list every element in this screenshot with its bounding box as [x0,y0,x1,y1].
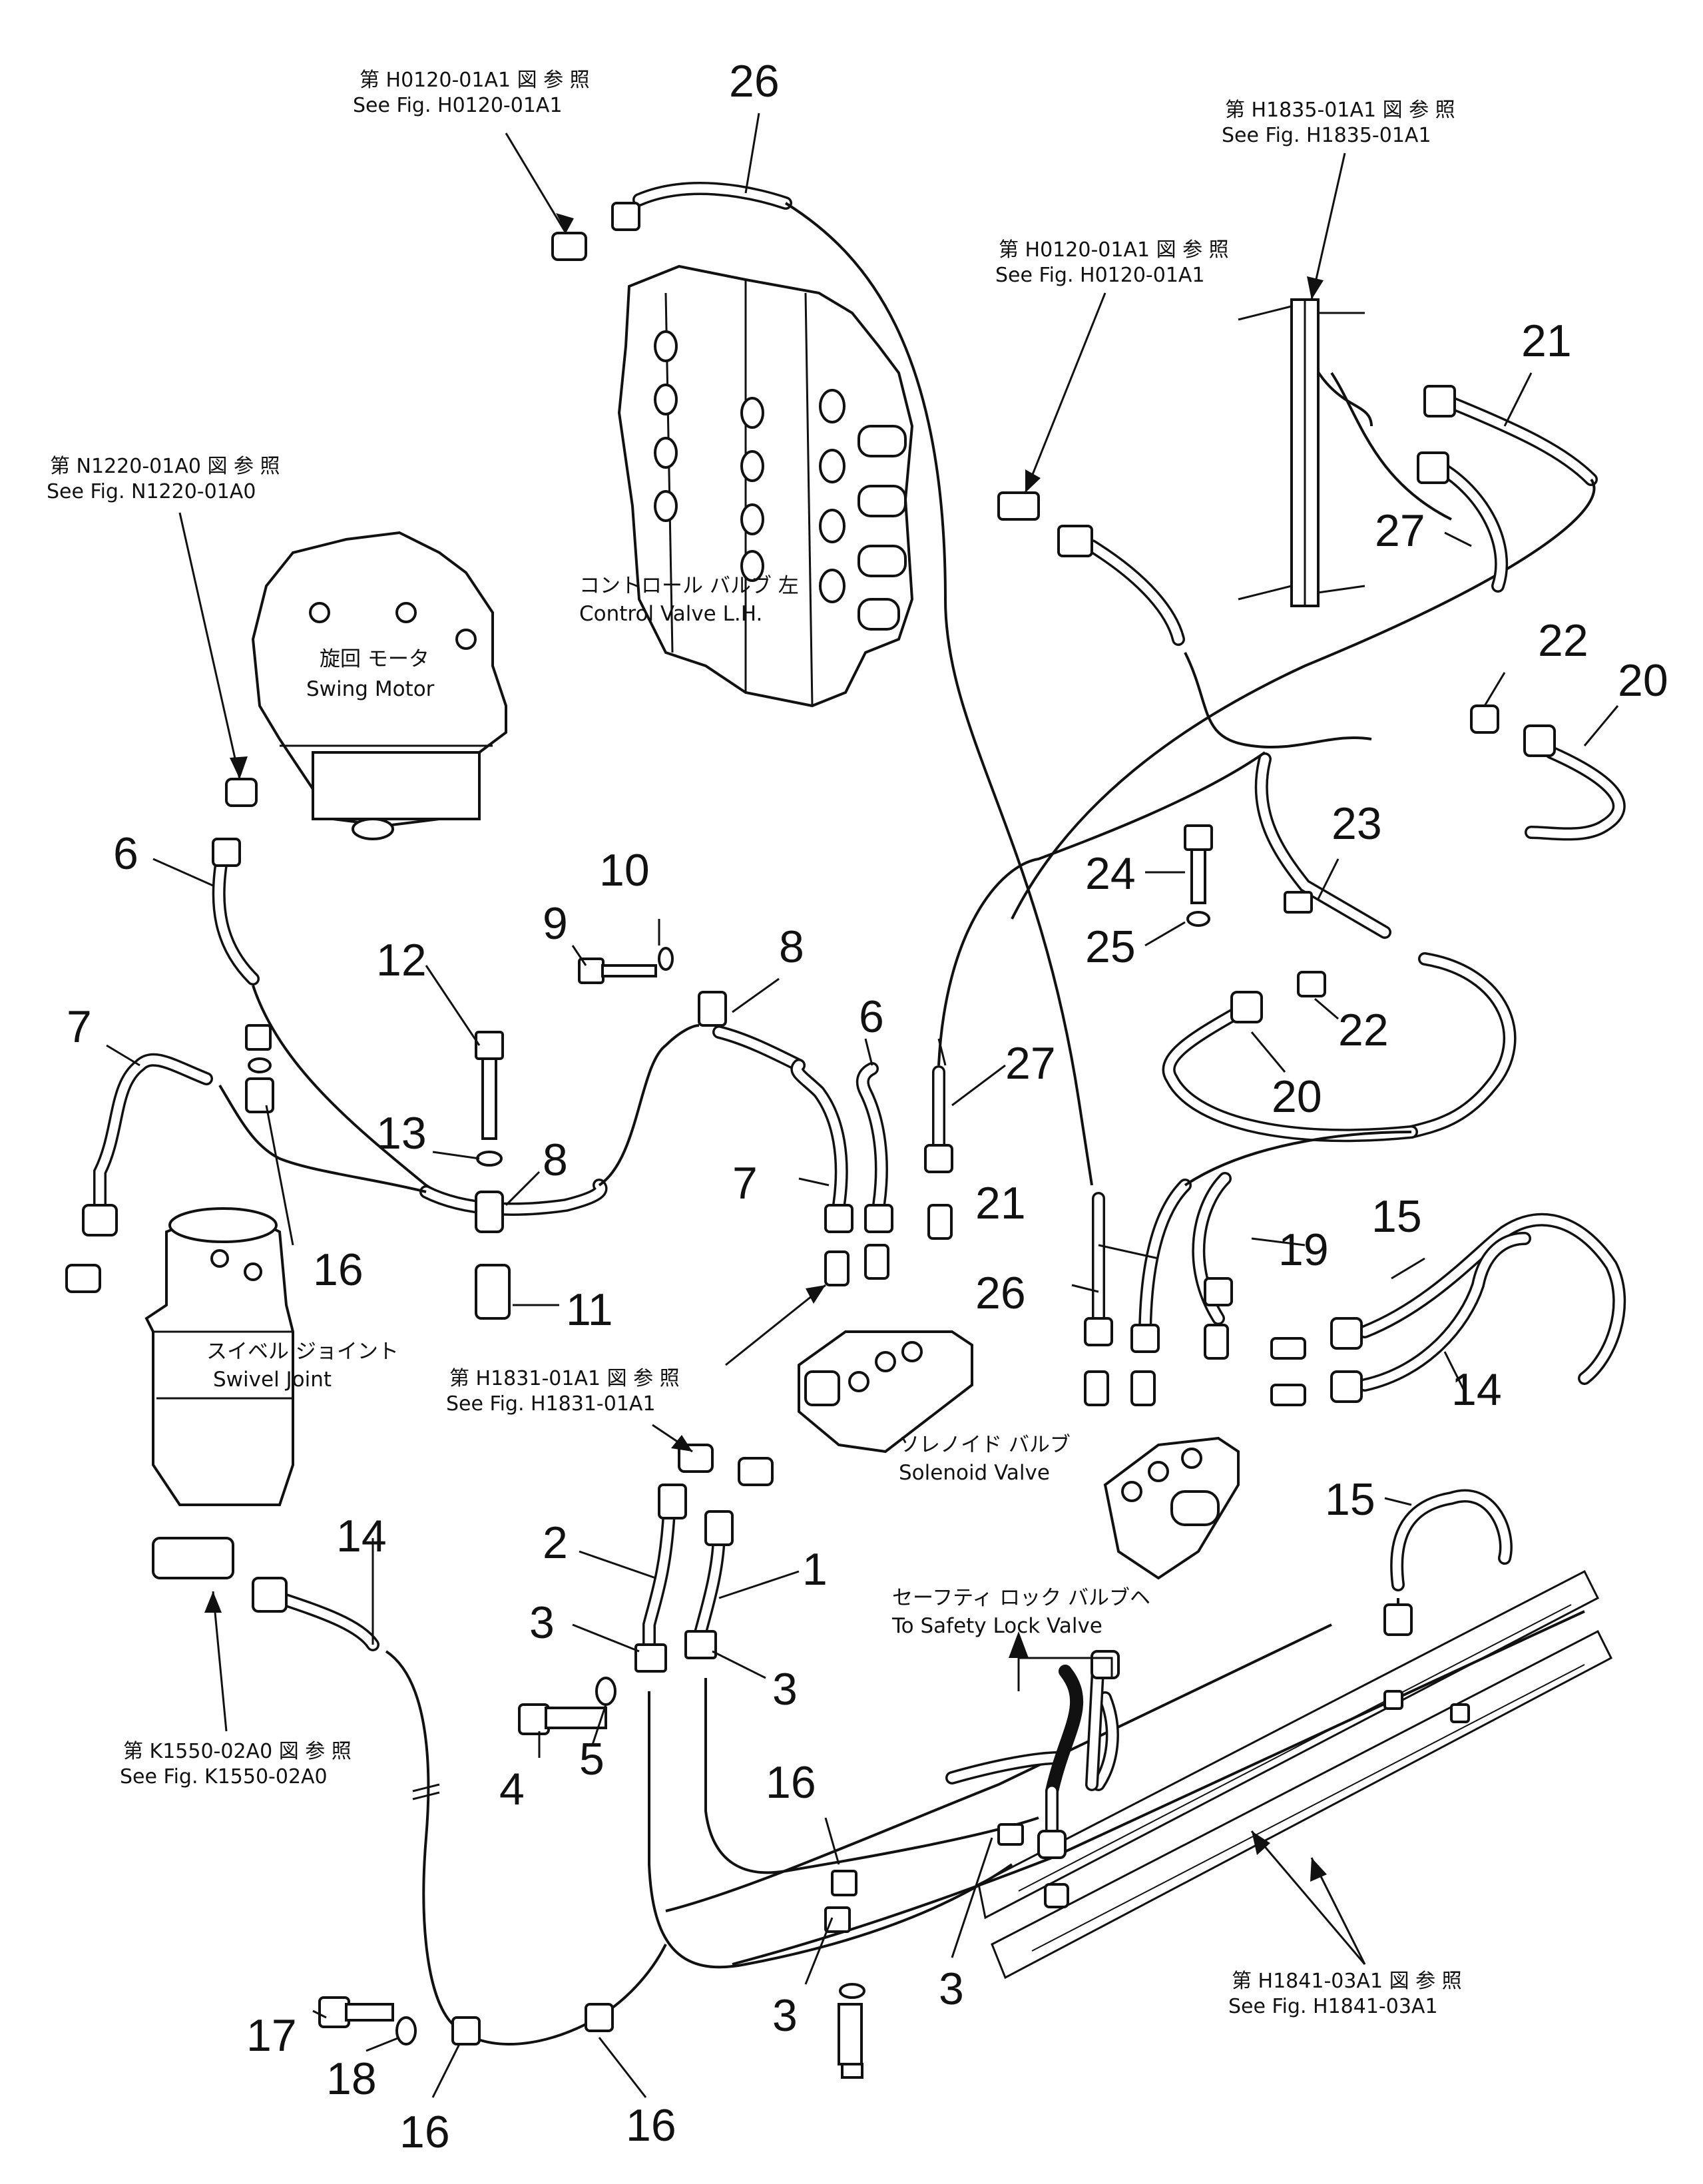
manifold-block [1238,298,1365,607]
swivel-joint [144,1207,294,1506]
solenoid-valve-left [798,1330,973,1454]
figure-references: 第 H0120-01A1 図 参 照 See Fig. H0120-01A1 第… [47,69,1462,2018]
swing-motor [251,531,507,840]
ref-h1841-en: See Fig. H1841-03A1 [1228,1995,1438,2018]
callout-19: 19 [1278,1225,1329,1275]
callout-7-mid: 7 [732,1158,758,1209]
callout-6-top: 6 [113,828,138,879]
ref-h1835-en: See Fig. H1835-01A1 [1222,124,1431,147]
callout-7-left: 7 [67,1001,92,1052]
part-number-callouts: 26 21 27 22 20 23 24 25 22 20 27 21 26 1… [67,56,1668,2157]
ref-h0120-top-en: See Fig. H0120-01A1 [353,94,563,117]
callout-15-top: 15 [1371,1191,1422,1242]
callout-9: 9 [543,898,568,949]
component-labels: コントロール バルブ 左 Control Valve L.H. 旋回 モータ S… [206,574,1150,1638]
control-valve-label-jp: コントロール バルブ 左 [579,574,799,598]
ref-h1835-jp: 第 H1835-01A1 図 参 照 [1225,99,1455,122]
callout-27-mid: 27 [1005,1038,1056,1089]
control-valve-label-en: Control Valve L.H. [579,602,762,626]
safety-lock-label-jp: セーフティ ロック バルブヘ [892,1586,1150,1610]
callout-12: 12 [376,935,427,985]
callout-3-left: 3 [529,1597,555,1648]
callout-21-top: 21 [1521,316,1572,366]
ref-h0120-mid-en: See Fig. H0120-01A1 [995,264,1205,287]
callout-15-bottom: 15 [1325,1474,1375,1525]
callout-5: 5 [579,1734,605,1784]
swivel-joint-label-en: Swivel Joint [213,1368,332,1392]
ref-h1841-jp: 第 H1841-03A1 図 参 照 [1232,1970,1462,1993]
callout-17: 17 [246,2010,297,2061]
ref-h0120-mid-jp: 第 H0120-01A1 図 参 照 [999,238,1229,262]
valve-ports [654,330,907,631]
ref-h0120-top-jp: 第 H0120-01A1 図 参 照 [360,69,590,92]
callout-21-mid: 21 [975,1178,1026,1228]
solenoid-valve-label-jp: ソレノイド バルブ [899,1433,1071,1457]
ref-n1220-jp: 第 N1220-01A0 図 参 照 [50,455,280,478]
callout-27-top: 27 [1375,505,1425,556]
hose-lines [93,182,1626,2046]
callout-16-bottom-left: 16 [399,2107,450,2157]
safety-lock-label-en: To Safety Lock Valve [891,1614,1102,1638]
callout-10: 10 [599,845,650,896]
ref-h1831-en: See Fig. H1831-01A1 [446,1392,656,1416]
frame-rails [977,1569,1612,1980]
swivel-joint-label-jp: スイベル ジョイント [206,1340,399,1364]
callout-26-mid: 26 [975,1268,1026,1318]
callout-24: 24 [1085,848,1136,899]
ref-h1831-jp: 第 H1831-01A1 図 参 照 [449,1367,680,1390]
callout-16-mid: 16 [766,1757,816,1808]
callout-22-top: 22 [1538,615,1588,666]
callout-3-low-right: 3 [939,1964,964,2014]
callout-14-left: 14 [336,1511,387,1561]
ref-k1550-jp: 第 K1550-02A0 図 参 照 [123,1740,352,1763]
solenoid-valve-right [1103,1436,1240,1580]
callout-3-right: 3 [772,1664,798,1715]
callout-16-bottom-right: 16 [626,2100,676,2151]
callout-25: 25 [1085,922,1136,972]
callout-6-mid: 6 [859,991,884,1042]
callout-26-top: 26 [729,56,780,107]
callout-1: 1 [802,1544,828,1595]
ref-k1550-en: See Fig. K1550-02A0 [120,1765,328,1788]
callout-18: 18 [326,2053,377,2104]
callout-16-left: 16 [313,1244,364,1295]
callout-3-low-left: 3 [772,1990,798,2041]
fittings [65,202,1556,2079]
callout-8-lower: 8 [543,1135,568,1185]
leader-lines [106,113,1619,2098]
callout-11: 11 [566,1284,613,1335]
callout-20-top: 20 [1618,655,1668,706]
callout-8-upper: 8 [779,922,804,972]
control-valve [617,264,914,708]
callout-22-mid: 22 [1338,1005,1389,1055]
callout-14-right: 14 [1451,1364,1502,1415]
solenoid-valve-label-en: Solenoid Valve [899,1461,1050,1485]
swing-motor-label-jp: 旋回 モータ [320,647,429,671]
callout-4: 4 [499,1764,525,1814]
callout-23: 23 [1332,798,1382,849]
swing-motor-label-en: Swing Motor [306,677,435,701]
callout-20-mid: 20 [1272,1071,1322,1122]
callout-13: 13 [376,1108,427,1159]
ref-n1220-en: See Fig. N1220-01A0 [47,480,256,503]
callout-2: 2 [543,1517,568,1568]
